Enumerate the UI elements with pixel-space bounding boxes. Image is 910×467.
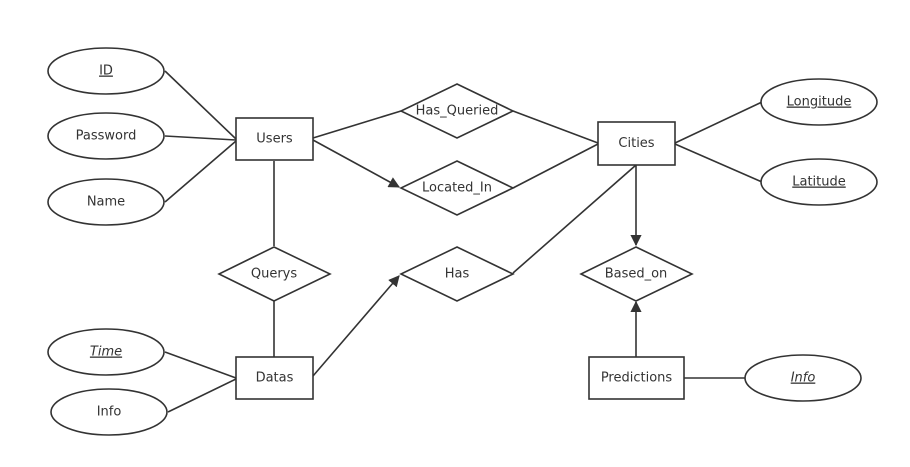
relationship-querys-label: Querys (251, 267, 298, 282)
edge-users-hasqueried (312, 110, 402, 139)
attribute-data-info-label: Info (97, 405, 122, 420)
attribute-id-label: ID (99, 64, 113, 79)
edge-datas-has (312, 275, 400, 377)
edge-hasqueried-cities (512, 110, 599, 144)
attribute-longitude: Longitude (760, 78, 878, 126)
relationship-based-on-label: Based_on (605, 267, 668, 282)
entity-predictions-label: Predictions (601, 371, 673, 386)
edge-info-datas (167, 378, 237, 413)
attribute-password-label: Password (76, 129, 137, 144)
attribute-data-info: Info (50, 388, 168, 436)
relationship-has: Has (399, 246, 515, 302)
edge-password-users (164, 135, 237, 141)
edge-id-users (164, 70, 237, 140)
attribute-time-label: Time (90, 345, 122, 360)
attribute-time: Time (47, 328, 165, 376)
attribute-prediction-info: Info (744, 354, 862, 402)
entity-users: Users (235, 117, 314, 161)
entity-cities-label: Cities (618, 136, 654, 151)
relationship-located-in-label: Located_In (422, 181, 492, 196)
attribute-prediction-info-label: Info (791, 371, 816, 386)
edge-name-users (164, 140, 237, 203)
attribute-latitude: Latitude (760, 158, 878, 206)
entity-datas: Datas (235, 356, 314, 400)
edge-time-datas (164, 351, 237, 379)
edge-cities-longitude (674, 101, 763, 144)
relationship-located-in: Located_In (399, 160, 515, 216)
entity-datas-label: Datas (256, 371, 294, 386)
attribute-longitude-label: Longitude (787, 95, 852, 110)
entity-users-label: Users (256, 132, 293, 147)
edge-cities-latitude (674, 143, 763, 183)
edge-users-locatedin (312, 139, 400, 188)
entity-cities: Cities (597, 121, 676, 166)
attribute-name-label: Name (87, 195, 125, 210)
edge-locatedin-cities (512, 143, 599, 189)
attribute-id: ID (47, 47, 165, 95)
relationship-has-label: Has (445, 267, 470, 282)
attribute-password: Password (47, 112, 165, 160)
attribute-latitude-label: Latitude (792, 175, 846, 190)
relationship-has-queried-label: Has_Queried (416, 104, 499, 119)
relationship-based-on: Based_on (579, 246, 694, 302)
edge-has-cities (512, 164, 637, 274)
attribute-name: Name (47, 178, 165, 226)
relationship-querys: Querys (217, 246, 332, 302)
relationship-has-queried: Has_Queried (399, 83, 515, 139)
connectors (164, 70, 763, 413)
entity-predictions: Predictions (588, 356, 685, 400)
